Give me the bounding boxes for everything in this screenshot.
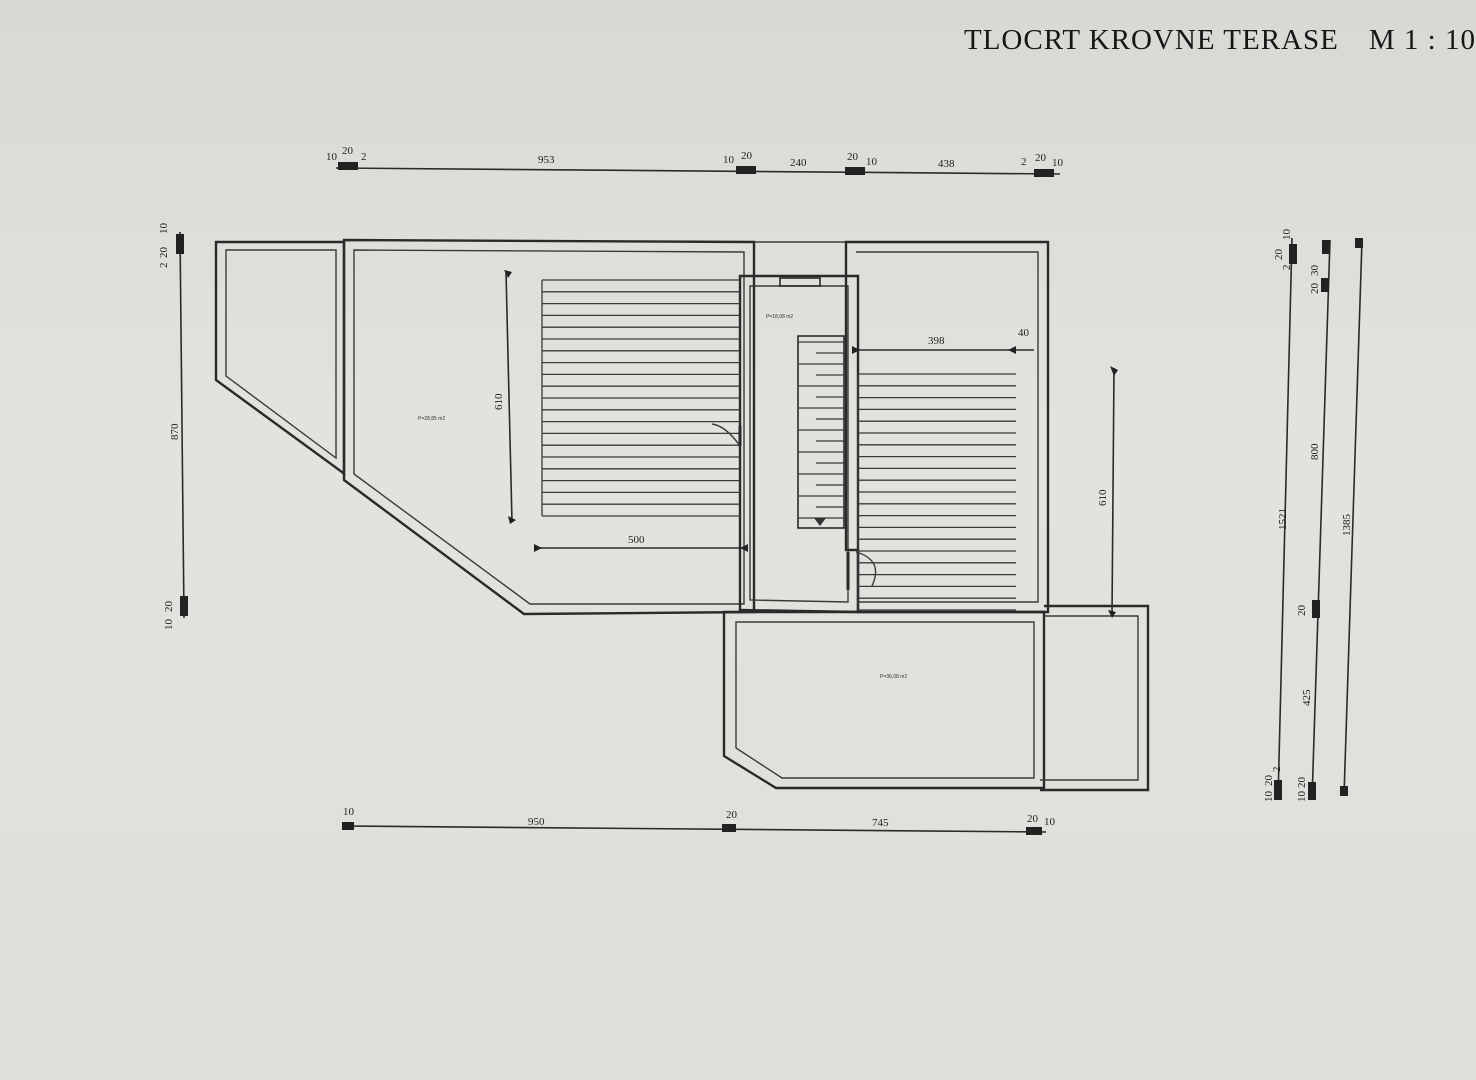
dim-tick <box>1321 278 1329 292</box>
dim-right1-t1: 20 <box>1273 249 1285 261</box>
dim-bottom-main1: 950 <box>528 816 545 828</box>
wall-right-room-inner <box>856 251 1039 603</box>
dim-tick <box>1312 600 1320 618</box>
dim-tick <box>1274 780 1282 800</box>
drawing-title: TLOCRT KROVNE TERASE M 1 : 10 <box>964 24 1476 57</box>
doors <box>711 423 877 590</box>
title-scale: M 1 : 10 <box>1368 24 1476 56</box>
title-text: TLOCRT KROVNE TERASE <box>964 24 1339 56</box>
dim-top-main3: 438 <box>938 158 955 170</box>
dim-top-b2: 20 <box>741 150 753 162</box>
dim-top-a1: 10 <box>326 151 338 163</box>
left-room-hatch <box>541 279 740 517</box>
dim-tick <box>1026 827 1042 835</box>
wall-left-terrace-inner <box>225 249 337 460</box>
dim-right2-main-b: 425 <box>1301 689 1313 706</box>
dim-top-b1: 10 <box>723 154 735 166</box>
stair-steps <box>798 341 844 519</box>
dim-left-b1: 20 <box>163 601 175 613</box>
wall-left-terrace-outer <box>214 240 346 477</box>
dim-left-room-h: 500 <box>628 534 645 546</box>
dim-right2-t1: 20 <box>1309 283 1321 295</box>
dim-bottom-b1: 20 <box>726 809 738 821</box>
dim-top-d3: 10 <box>1052 157 1064 169</box>
stair-window <box>779 277 821 287</box>
wall-left-room-outer <box>342 238 756 616</box>
dim-top-main2: 240 <box>790 157 807 169</box>
dim-right-room-h: 398 <box>928 335 945 347</box>
dim-tick <box>736 166 756 174</box>
dim-tick <box>722 824 736 832</box>
wall-stair-inner <box>749 285 849 603</box>
dim-right2-b2: 20 <box>1296 777 1308 789</box>
dim-bottom-c1: 20 <box>1027 813 1039 825</box>
dim-left-t1: 20 <box>158 247 170 259</box>
interior-dimensions: 610 500 398 40 610 <box>493 270 1118 618</box>
door-swing-left <box>711 423 741 447</box>
dim-tick <box>1340 786 1348 796</box>
dim-right1-t3: 2 <box>1281 265 1293 271</box>
dim-right1-b1: 10 <box>1263 791 1275 803</box>
dim-bottom-main2: 745 <box>872 817 889 829</box>
dim-tick <box>1355 238 1363 248</box>
dim-right2-b1: 10 <box>1296 791 1308 803</box>
dim-tick <box>342 822 354 830</box>
wall-lower-room-outer <box>722 610 1046 790</box>
room-labels: P=28,85 m2 P=18,08 m2 P=36,08 m2 <box>418 314 907 680</box>
dim-right1-t2: 10 <box>1281 229 1293 241</box>
wall-lower-room-inner <box>735 621 1035 779</box>
dim-tick <box>845 167 865 175</box>
wall-stair-outer <box>738 274 860 614</box>
door-swing-right <box>855 551 877 587</box>
dim-bottom-a1: 10 <box>343 806 355 818</box>
stair-arrow-icon <box>814 518 826 526</box>
dim-right2-main-a: 800 <box>1309 443 1321 460</box>
dim-right-room-h-small: 40 <box>1018 327 1030 339</box>
wall-left-room-inner <box>353 249 745 605</box>
dim-top-a2: 20 <box>342 145 354 157</box>
right-room-hatch <box>857 373 1016 611</box>
dim-right1-b3: 2 <box>1271 767 1283 773</box>
right-dimension-chains: 20 10 2 1521 10 20 2 20 30 800 20 425 10… <box>1263 229 1363 803</box>
dim-right2-t2: 30 <box>1309 265 1321 277</box>
left-dimension-chain: 20 10 2 870 20 10 <box>158 223 188 631</box>
wall-right-terrace-outer <box>1040 604 1150 792</box>
dim-tick <box>1322 240 1330 254</box>
dim-left-main: 870 <box>169 423 181 440</box>
dim-tick <box>338 162 358 170</box>
dim-left-room-v: 610 <box>493 393 505 410</box>
staircase <box>797 335 845 529</box>
dim-top-main1: 953 <box>538 154 555 166</box>
dim-tick <box>1034 169 1054 177</box>
dim-tick <box>1308 782 1316 800</box>
dim-top-c2: 10 <box>866 156 878 168</box>
dim-right2-mid: 20 <box>1296 605 1308 617</box>
dim-top-c1: 20 <box>847 151 859 163</box>
room-label-stair: P=18,08 m2 <box>766 314 793 320</box>
dim-right1-main: 1521 <box>1277 508 1289 530</box>
top-dimension-chain: 10 20 2 953 10 20 240 20 10 438 2 20 10 <box>326 145 1064 177</box>
dim-left-b2: 10 <box>163 619 175 631</box>
dim-tick <box>1289 244 1297 264</box>
building-walls <box>214 238 1150 792</box>
room-label-left: P=28,85 m2 <box>418 416 445 422</box>
wall-right-terrace-inner <box>1040 615 1139 781</box>
bottom-dimension-chain: 10 950 20 745 20 10 <box>341 806 1056 835</box>
dim-top-d1: 2 <box>1021 156 1027 168</box>
stair-outline <box>797 335 845 529</box>
dim-right-room-v: 610 <box>1097 489 1109 506</box>
dim-right3-main: 1385 <box>1341 514 1353 537</box>
dim-tick <box>176 234 184 254</box>
dim-top-d2: 20 <box>1035 152 1047 164</box>
dim-left-t3: 2 <box>158 263 170 269</box>
dim-bottom-c2: 10 <box>1044 816 1056 828</box>
dim-left-t2: 10 <box>158 223 170 235</box>
dim-right1-b2: 20 <box>1263 775 1275 787</box>
room-label-right: P=36,08 m2 <box>880 674 907 680</box>
dim-top-a3: 2 <box>361 151 367 163</box>
wall-right-room-outer <box>844 240 1050 614</box>
dim-tick <box>180 596 188 616</box>
